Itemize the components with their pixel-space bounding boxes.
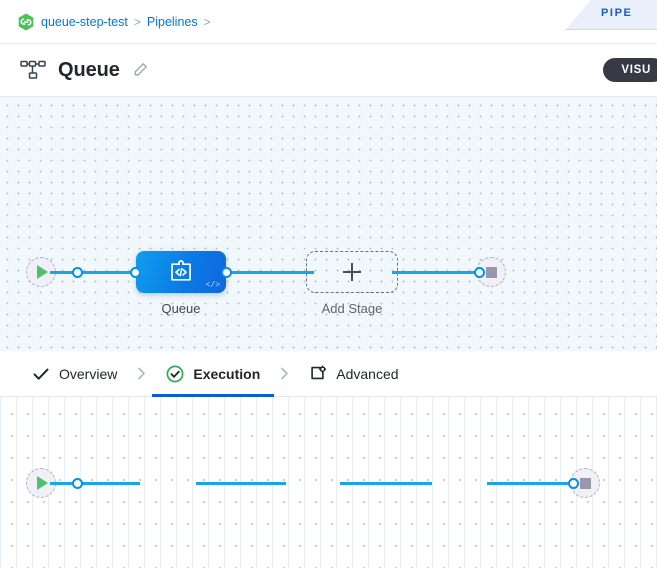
tab-execution[interactable]: Execution <box>152 351 275 397</box>
pencil-edit-icon[interactable] <box>132 62 148 78</box>
breadcrumb-separator-2: > <box>203 14 211 29</box>
step-graph-canvas[interactable]: </> Queue </> Sleep <box>0 397 657 568</box>
check-icon <box>33 368 49 380</box>
stage-graph-canvas[interactable]: </> Queue Add Stage <box>0 97 657 351</box>
stage-config-tabs: Overview Execution Advanc <box>0 351 657 397</box>
stop-square-icon <box>485 266 497 278</box>
visual-yaml-toggle-button[interactable]: VISU <box>603 58 657 82</box>
step-end-input-port[interactable] <box>568 477 579 489</box>
add-stage-placeholder[interactable]: Add Stage <box>306 251 398 316</box>
advanced-gear-frame-icon <box>311 365 327 379</box>
step-end-node[interactable] <box>568 468 600 498</box>
stage-start-node[interactable] <box>26 257 83 287</box>
start-output-port[interactable] <box>72 266 83 278</box>
check-circle-green-icon <box>166 365 184 382</box>
edge-start-to-queue-step <box>50 482 140 485</box>
pipeline-hierarchy-icon <box>20 60 46 79</box>
puzzle-code-icon <box>171 260 191 281</box>
plus-icon <box>343 263 361 281</box>
add-stage-label: Add Stage <box>321 301 383 316</box>
tab-advanced[interactable]: Advanced <box>295 351 412 396</box>
tab-separator-2 <box>274 351 295 396</box>
chevron-right-icon <box>138 367 146 380</box>
page-title: Queue <box>58 58 120 81</box>
edge-queue-stage-to-add-stage <box>222 271 314 274</box>
stage-node-body[interactable]: </> <box>136 251 226 293</box>
queue-stage-output-port[interactable] <box>221 266 232 278</box>
stage-code-badge: </> <box>205 281 220 290</box>
breadcrumb: queue-step-test > Pipelines > <box>0 0 657 44</box>
chevron-right-icon <box>281 367 289 380</box>
breadcrumb-item-project[interactable]: queue-step-test <box>41 14 128 29</box>
stop-square-icon <box>579 477 591 489</box>
tab-advanced-label: Advanced <box>336 365 399 382</box>
step-start-output-port[interactable] <box>72 477 83 489</box>
tab-overview-label: Overview <box>59 365 118 382</box>
stage-node-queue[interactable]: </> Queue <box>130 251 232 316</box>
tab-execution-label: Execution <box>193 365 261 382</box>
breadcrumb-separator-1: > <box>133 14 141 29</box>
stage-end-node[interactable] <box>474 257 506 287</box>
stage-node-label-queue: Queue <box>161 301 201 316</box>
page-header: Queue VISU <box>0 44 657 97</box>
play-triangle-icon <box>37 265 48 279</box>
harness-hexagon-logo-icon <box>18 13 34 30</box>
tab-separator-1 <box>131 351 152 396</box>
queue-stage-input-port[interactable] <box>130 266 141 278</box>
tab-overview[interactable]: Overview <box>18 351 131 396</box>
edge-sleep-to-add-step <box>340 482 432 485</box>
breadcrumb-item-pipelines[interactable]: Pipelines <box>146 14 198 29</box>
edge-start-to-queue-stage <box>50 271 142 274</box>
edge-add-stage-to-end <box>392 271 482 274</box>
edge-queue-step-to-sleep <box>196 482 286 485</box>
play-triangle-icon <box>37 476 48 490</box>
add-stage-button[interactable] <box>306 251 398 293</box>
end-input-port[interactable] <box>474 266 485 278</box>
edge-add-step-to-end <box>487 482 577 485</box>
